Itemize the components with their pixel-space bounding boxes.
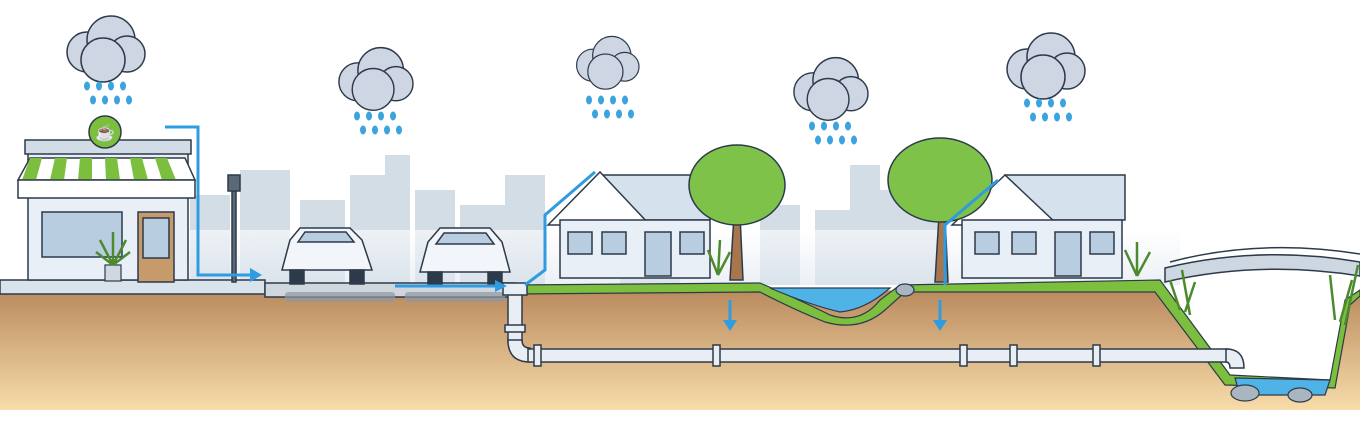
swale-pond: [769, 287, 892, 313]
raindrops-icon: [1024, 98, 1072, 122]
cloud-icon: [793, 56, 869, 122]
raindrops-icon: [809, 121, 857, 145]
coffee-cup-icon: ☕: [95, 123, 115, 142]
tree-left: [688, 144, 786, 281]
car-left: [281, 227, 374, 285]
raindrops-icon: [586, 95, 634, 119]
arrow-heads: [250, 268, 947, 331]
cloud-icon: [1006, 32, 1086, 100]
reeds: [706, 239, 1360, 326]
rain-clouds: [66, 15, 1086, 145]
car-right: [419, 227, 511, 285]
lamp-post: [227, 174, 241, 283]
bridge: [1164, 246, 1360, 283]
runoff-flow-arrows: [165, 125, 999, 322]
house-left: [546, 170, 711, 279]
planter: [95, 232, 131, 282]
cafe-building: [16, 115, 197, 283]
raindrops-icon: [84, 81, 132, 105]
cloud-icon: [66, 15, 146, 83]
gravel: [285, 292, 505, 302]
raindrops-icon: [354, 111, 402, 135]
sidewalk: [0, 279, 266, 295]
rocks: [895, 283, 1313, 403]
grass-ground: [514, 279, 1360, 389]
house-right: [950, 173, 1126, 279]
cloud-icon: [338, 46, 414, 112]
cloud-icon: [575, 35, 640, 90]
drain-pipe: [502, 282, 1245, 369]
